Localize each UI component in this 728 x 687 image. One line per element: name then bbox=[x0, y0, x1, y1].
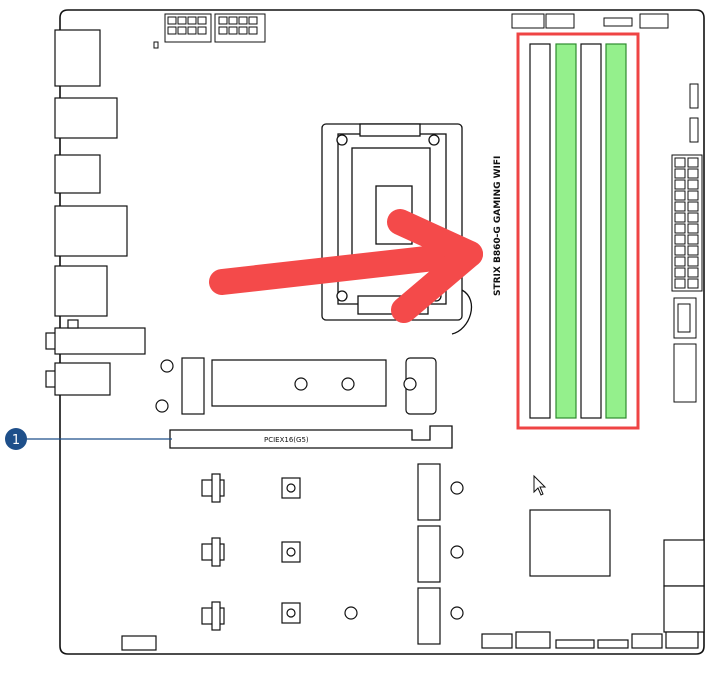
cpu-power-connectors bbox=[153, 13, 266, 49]
atx-pin bbox=[687, 157, 699, 168]
atx-power-connector bbox=[671, 154, 703, 292]
dimm-slot-b2 bbox=[605, 43, 627, 419]
atx-pin bbox=[687, 245, 699, 256]
atx-pin bbox=[687, 267, 699, 278]
dimm-slot-a2 bbox=[555, 43, 577, 419]
callout-1: 1 bbox=[5, 428, 172, 450]
atx-pin bbox=[687, 190, 699, 201]
atx-pin bbox=[674, 201, 686, 212]
atx-pin bbox=[674, 278, 686, 289]
atx-pin bbox=[687, 223, 699, 234]
atx-pin bbox=[674, 223, 686, 234]
atx-pin bbox=[674, 212, 686, 223]
atx-pin bbox=[674, 267, 686, 278]
pcie-slot: PCIEX16(G5) bbox=[169, 425, 453, 449]
atx-pin bbox=[687, 168, 699, 179]
dimm-slot-group bbox=[516, 32, 640, 430]
fan-headers-top bbox=[511, 13, 669, 29]
atx-pin bbox=[674, 256, 686, 267]
red-arrow bbox=[209, 209, 483, 323]
atx-pin bbox=[687, 212, 699, 223]
atx-pin bbox=[674, 179, 686, 190]
atx-pin bbox=[674, 234, 686, 245]
atx-pin bbox=[687, 179, 699, 190]
atx-pin bbox=[687, 201, 699, 212]
chipset bbox=[529, 509, 611, 577]
atx-pin bbox=[674, 157, 686, 168]
atx-pin bbox=[674, 190, 686, 201]
atx-pin bbox=[687, 256, 699, 267]
rear-io-ports bbox=[45, 29, 146, 396]
cursor-arrow-icon bbox=[533, 474, 547, 496]
dimm-slot-b1 bbox=[580, 43, 602, 419]
dimm-highlight-box bbox=[516, 32, 640, 430]
right-small-headers bbox=[673, 83, 699, 403]
atx-pin bbox=[674, 168, 686, 179]
atx-pin bbox=[674, 245, 686, 256]
board-model-label: STRIX B860-G GAMING WIFI bbox=[493, 156, 503, 296]
dimm-slot-a1 bbox=[529, 43, 551, 419]
pcie-slot-label: PCIEX16(G5) bbox=[264, 436, 309, 444]
lower-components bbox=[121, 463, 705, 651]
m2-slot-top bbox=[155, 357, 437, 415]
atx-pin bbox=[687, 234, 699, 245]
atx-pin bbox=[687, 278, 699, 289]
callout-1-number: 1 bbox=[12, 433, 20, 448]
